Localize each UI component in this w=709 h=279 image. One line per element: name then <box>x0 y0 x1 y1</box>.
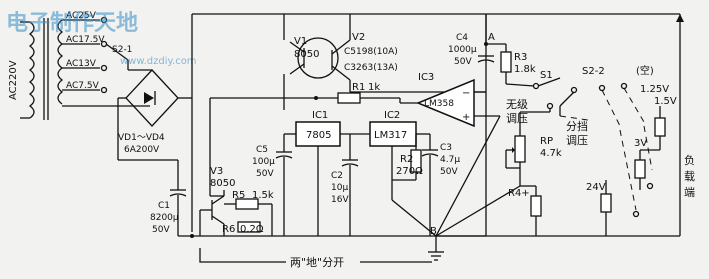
resistor-r3 <box>500 51 512 73</box>
node-a-label: A <box>488 32 495 43</box>
empty-position-label: (空) <box>636 64 654 77</box>
tap-label-7-5v: AC7.5V <box>66 81 100 91</box>
voltage-label-3v: 3V <box>634 138 647 149</box>
r6-value: 0.2Ω <box>240 224 264 235</box>
c2-name: C2 <box>331 171 343 181</box>
divider-resistor-3 <box>600 193 612 213</box>
c4-value: 1000μ <box>448 45 477 55</box>
rectifier-name: VD1～VD4 <box>118 133 165 143</box>
tap-label-17-5v: AC17.5V <box>66 35 105 45</box>
opamp-plus: + <box>462 112 470 123</box>
transistor-v2: V2 C5198(10A) C3263(13A) <box>331 32 398 81</box>
c2-voltage: 16V <box>331 195 349 205</box>
load-label-1: 负 <box>684 153 695 167</box>
potentiometer-rp <box>514 135 526 163</box>
v3-name: V3 <box>210 166 223 177</box>
c1-name: C1 <box>158 201 170 211</box>
voltage-label-24v: 24V <box>586 182 606 193</box>
transistor-v1: V1 8050 <box>289 36 339 79</box>
v1-name: V1 <box>294 36 307 47</box>
ground-separation-note: 两"地"分开 <box>290 256 344 269</box>
stepped-label-2: 调压 <box>566 134 588 147</box>
resistor-r6 <box>237 221 261 233</box>
rp-value: 4.7k <box>540 148 562 159</box>
c5-name: C5 <box>256 145 268 155</box>
r4-name: R4+ <box>508 188 530 199</box>
r2-name: R2 <box>400 154 413 165</box>
bridge-rectifier: VD1～VD4 6A200V <box>118 69 179 155</box>
rp-name: RP <box>540 136 553 147</box>
voltage-label-1-25v: 1.25V <box>640 84 669 95</box>
r2-value: 270Ω <box>396 166 423 177</box>
stepless-label-2: 调压 <box>506 112 528 125</box>
ic1-name: IC1 <box>312 110 328 121</box>
load-label-2: 载 <box>684 170 695 183</box>
primary-voltage-label: AC220V <box>8 60 19 100</box>
load-label-3: 端 <box>684 186 695 199</box>
r1-value: 1k <box>368 82 380 93</box>
v3-part: 8050 <box>210 178 235 189</box>
c3-voltage: 50V <box>440 167 458 177</box>
stepless-label-1: 无级 <box>506 98 528 111</box>
transformer: AC220V AC25V AC17.5V AC13V AC7.5V S2-1 <box>8 11 152 120</box>
divider-resistor-1 <box>654 117 666 137</box>
c5-value: 100μ <box>252 157 275 167</box>
r3-value: 1.8k <box>514 64 536 75</box>
tap-label-25v: AC25V <box>66 11 97 21</box>
ic1-7805 <box>295 121 341 147</box>
ic3-part: LM358 <box>424 99 454 109</box>
c5-voltage: 50V <box>256 169 274 179</box>
ic2-part: LM317 <box>374 130 407 141</box>
tap-label-13v: AC13V <box>66 59 97 69</box>
c4-name: C4 <box>456 33 468 43</box>
c1-value: 8200μ <box>150 213 179 223</box>
switch-s2-1-label: S2-1 <box>112 45 132 55</box>
r3-name: R3 <box>514 52 527 63</box>
ic1-part: 7805 <box>306 130 331 141</box>
ic2-name: IC2 <box>384 110 400 121</box>
ic3-name: IC3 <box>418 72 434 83</box>
ic3-lm358 <box>416 78 475 128</box>
r5-name: R5 <box>232 190 245 201</box>
c1-voltage: 50V <box>152 225 170 235</box>
divider-resistor-2 <box>634 159 646 179</box>
v2-part-2: C3263(13A) <box>344 63 398 73</box>
node-b-label: B <box>430 226 437 237</box>
c2-value: 10μ <box>331 183 348 193</box>
c4-voltage: 50V <box>454 57 472 67</box>
rectifier-rating: 6A200V <box>124 145 160 155</box>
v2-name: V2 <box>352 32 365 43</box>
r5-value: 1.5k <box>252 190 274 201</box>
r6-name: R6 <box>222 224 235 235</box>
stepped-label-1: 分挡 <box>566 119 588 133</box>
c3-name: C3 <box>440 143 452 153</box>
c3-value: 4.7μ <box>440 155 460 165</box>
switch-s2-2-label: S2-2 <box>582 66 605 77</box>
r1-name: R1 <box>352 82 365 93</box>
v1-part: 8050 <box>294 49 319 60</box>
watermark-logo: 电子制作天地 <box>6 11 138 36</box>
v2-part-1: C5198(10A) <box>344 47 398 57</box>
resistor-r1 <box>337 92 361 104</box>
watermark-url: www.dzdiy.com <box>120 56 197 67</box>
voltage-label-1-5v: 1.5V <box>654 96 677 107</box>
opamp-minus: − <box>462 88 470 99</box>
resistor-r4 <box>530 195 542 217</box>
switch-s1-label: S1 <box>540 70 553 81</box>
